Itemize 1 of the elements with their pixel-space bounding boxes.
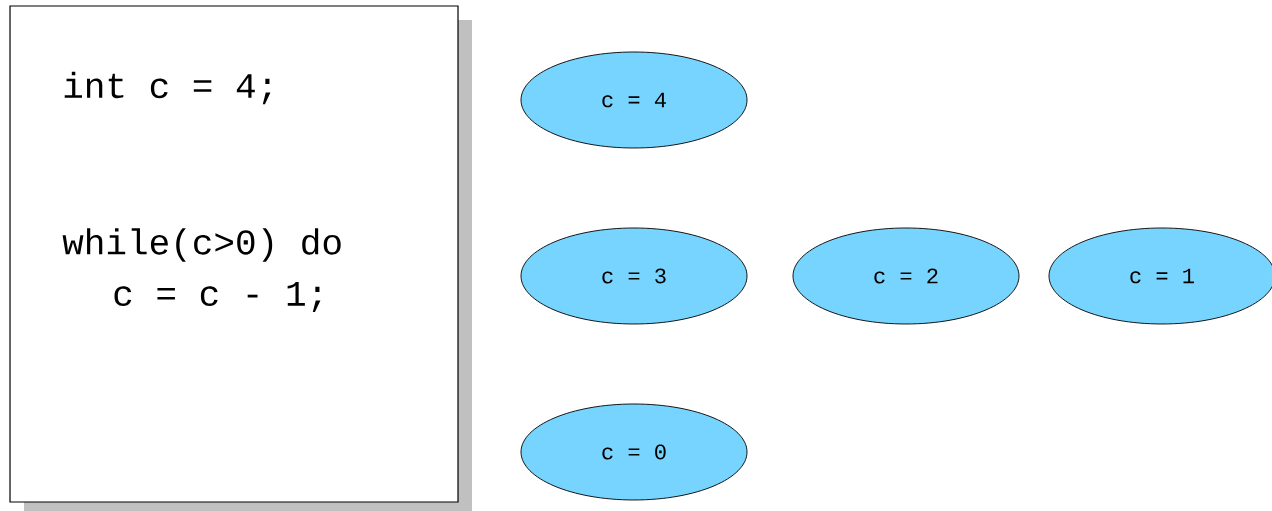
code-box: int c = 4; while(c>0) do c = c - 1; [9,5,472,511]
